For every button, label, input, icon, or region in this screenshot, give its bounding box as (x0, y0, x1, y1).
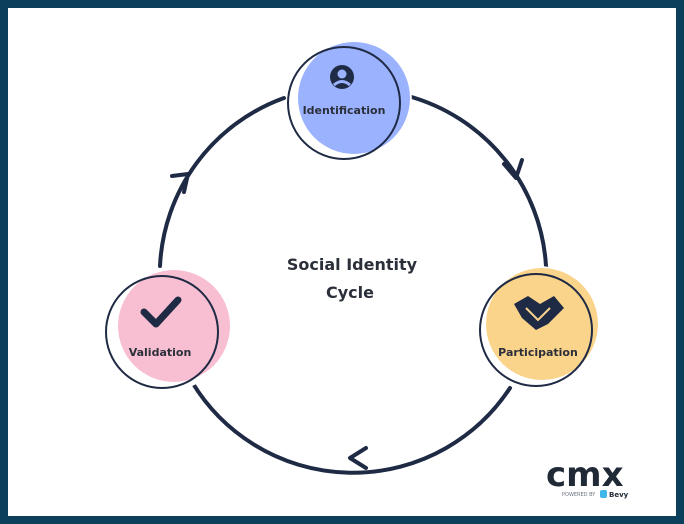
identification-label: Identification (303, 104, 386, 117)
cycle-diagram: Identification Participation Validation … (104, 40, 629, 499)
participation-label: Participation (498, 346, 578, 359)
validation-label: Validation (129, 346, 192, 359)
arrow-bottom-icon (348, 446, 368, 470)
arc-validation-to-identification (158, 96, 286, 268)
handshake-icon (514, 296, 564, 330)
arc-participation-to-validation (190, 380, 512, 475)
arrow-left-icon (170, 172, 190, 194)
node-validation: Validation (104, 268, 230, 392)
cycle-ring (158, 94, 548, 475)
center-title-line2: Cycle (326, 283, 374, 302)
logo-powered-by: POWERED BY (562, 492, 596, 498)
direction-arrows (170, 158, 524, 470)
cmx-logo: cmx POWERED BY Bevy (546, 455, 629, 499)
identification-bg-circle (298, 42, 410, 154)
node-participation: Participation (476, 266, 600, 390)
arc-identification-to-participation (406, 94, 548, 268)
arrow-right-icon (502, 158, 524, 180)
node-identification: Identification (287, 40, 412, 164)
user-circle-icon (330, 65, 354, 89)
diagram-canvas: Identification Participation Validation … (8, 8, 676, 516)
logo-brand-text: cmx (546, 455, 624, 495)
checkmark-icon (140, 296, 182, 328)
bevy-logo-icon (600, 490, 607, 498)
validation-bg-circle (118, 270, 230, 382)
center-title-line1: Social Identity (287, 255, 418, 274)
logo-partner: Bevy (609, 491, 629, 499)
